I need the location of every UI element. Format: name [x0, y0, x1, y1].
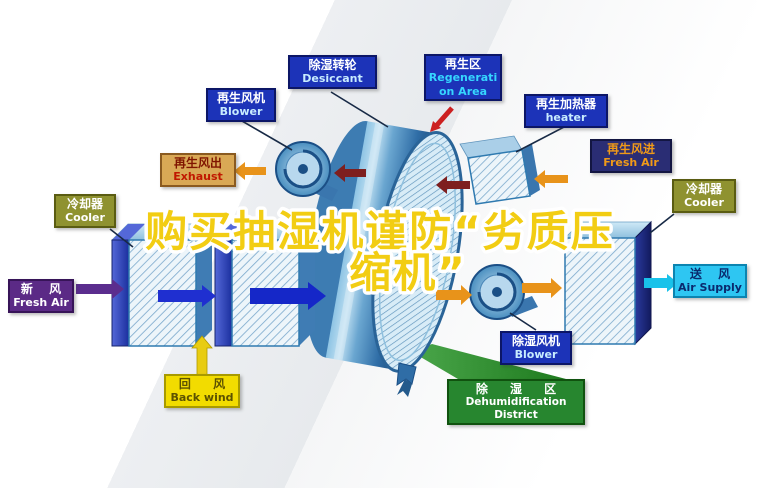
pointer-desiccant — [330, 91, 389, 128]
arrow-return-air-up — [191, 335, 213, 377]
label-air-supply: 送 风 Air Supply — [673, 264, 747, 298]
label-regen-area: 再生区 Regeneration Area — [424, 54, 502, 101]
ribbon-icon — [396, 362, 417, 397]
arrow-fresh-air-in — [76, 279, 124, 299]
label-regen-blower: 再生风机 Blower — [206, 88, 276, 122]
arrow-dehumid-fan-to-supply-unit — [522, 278, 562, 298]
arrow-wheel-to-dehumid-fan — [436, 285, 472, 305]
label-cooler-right: 冷却器 Cooler — [672, 179, 736, 213]
arrow-regen-area-pointer — [430, 106, 454, 132]
pointer-cooler-left — [109, 228, 134, 248]
arrow-wheel-to-regen-fan — [334, 164, 366, 182]
label-dehumid-district: 除 湿 区 Dehumidification District — [447, 379, 585, 425]
label-dehumid-blower: 除湿风机 Blower — [500, 331, 572, 365]
label-fresh-air: 新 风 Fresh Air — [8, 279, 74, 313]
label-regen-heater: 再生加热器 heater — [524, 94, 608, 128]
arrow-heater-to-wheel — [436, 176, 470, 194]
dehumid-fan — [469, 264, 538, 320]
pointer-regen-blower — [241, 120, 293, 151]
pointer-lines — [109, 91, 675, 331]
arrow-into-heater — [534, 170, 568, 188]
label-cooler-left: 冷却器 Cooler — [54, 194, 116, 228]
label-regen-fresh-air: 再生风进 Fresh Air — [590, 139, 672, 173]
pointer-cooler-right — [649, 213, 675, 234]
arrow-air-supply-out — [644, 274, 678, 292]
arrow-unit2-to-wheel — [250, 282, 326, 310]
pointer-regen-heater — [515, 125, 567, 153]
arrow-unit1-to-unit2 — [158, 285, 216, 307]
regen-fan — [275, 141, 338, 201]
label-exhaust: 再生风出 Exhaust — [160, 153, 236, 187]
supply-unit — [564, 220, 652, 346]
label-desiccant: 除湿转轮 Desiccant — [288, 55, 377, 89]
label-back-wind: 回 风 Back wind — [164, 374, 240, 408]
wheel-front-rim — [379, 142, 456, 362]
pointer-dehumid-blower — [509, 312, 537, 331]
arrow-regen-fan-to-exhaust — [234, 162, 266, 180]
regen-heater-unit — [459, 135, 540, 205]
wheel-front-face — [371, 131, 464, 373]
desiccant-wheel — [305, 121, 464, 373]
process-unit-2 — [214, 223, 316, 347]
dehumid-zone-callout — [412, 344, 566, 379]
wheel-highlight — [333, 122, 385, 361]
airflow-arrows — [76, 106, 678, 377]
